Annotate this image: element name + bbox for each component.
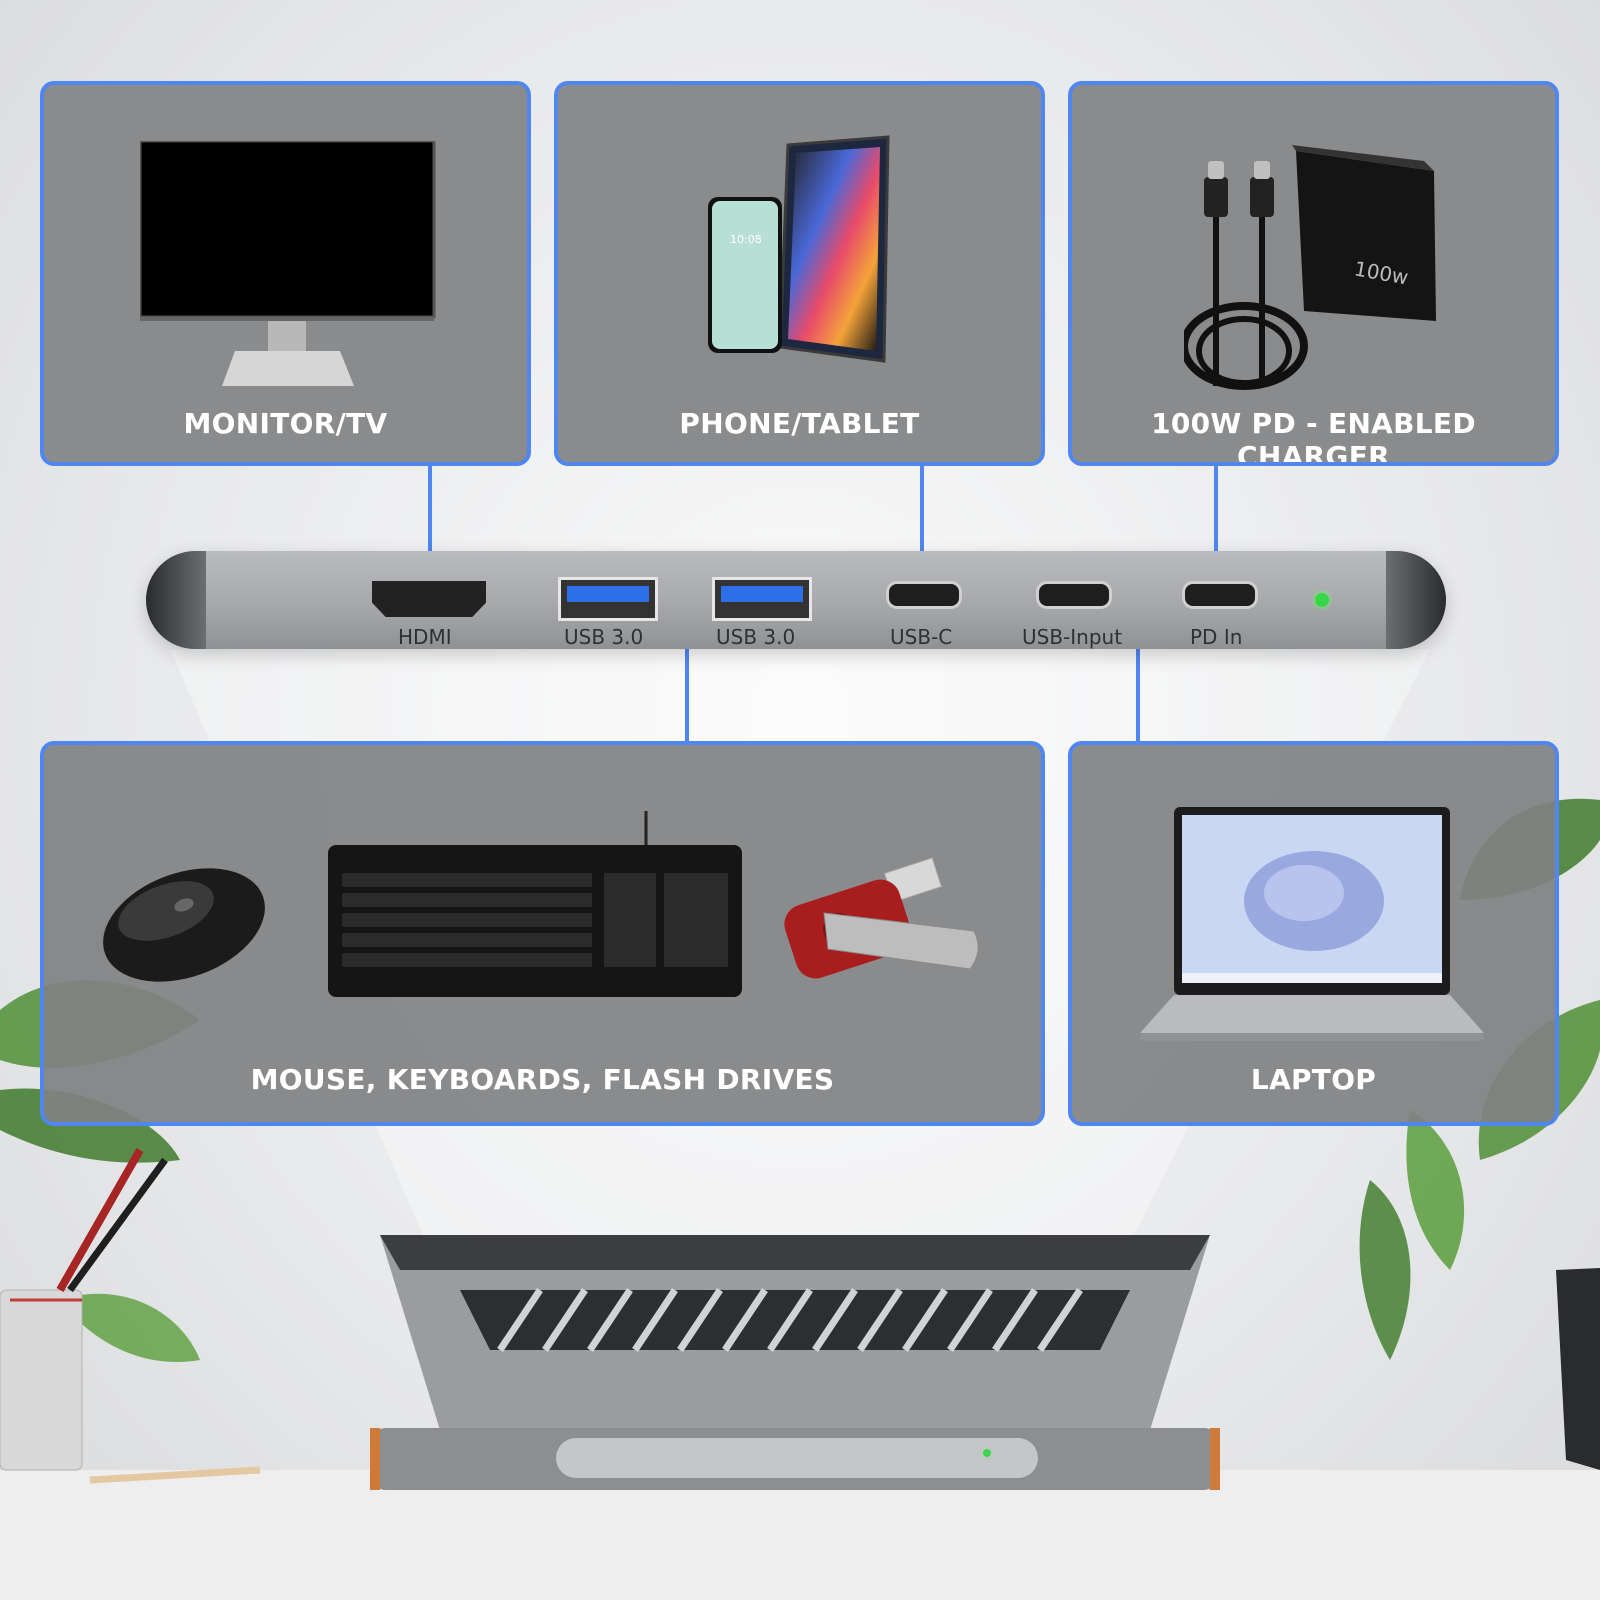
docking-hub: HDMI USB 3.0 USB 3.0 USB-C USB-Input PD … bbox=[146, 551, 1446, 649]
usb-input-port bbox=[1036, 581, 1112, 609]
port-label-usbc: USB-C bbox=[890, 625, 953, 649]
monitor-icon bbox=[140, 141, 436, 386]
mouse-icon bbox=[103, 868, 265, 982]
connector-hdmi bbox=[428, 462, 432, 566]
usbc-port bbox=[886, 581, 962, 609]
connector-usb3 bbox=[685, 640, 689, 744]
panel-phone-label: PHONE/TABLET bbox=[679, 407, 920, 440]
panel-peripherals: MOUSE, KEYBOARDS, FLASH DRIVES bbox=[40, 741, 1045, 1126]
power-led bbox=[1315, 593, 1329, 607]
port-label-hdmi: HDMI bbox=[398, 625, 452, 649]
port-label-usb-input: USB-Input bbox=[1022, 625, 1123, 649]
panel-monitor: MONITOR/TV bbox=[40, 81, 531, 466]
keyboard-icon bbox=[328, 811, 742, 997]
panel-peripherals-label: MOUSE, KEYBOARDS, FLASH DRIVES bbox=[250, 1063, 835, 1096]
port-label-pd-in: PD In bbox=[1190, 625, 1243, 649]
connector-usb-input bbox=[1136, 640, 1140, 744]
panel-charger: 100w 100W PD - ENABLED CHARGER bbox=[1068, 81, 1559, 466]
panel-charger-label: 100W PD - ENABLED CHARGER bbox=[1151, 407, 1476, 466]
panel-phone: 10:08 PHONE/TABLET bbox=[554, 81, 1045, 466]
laptop-icon bbox=[1140, 807, 1484, 1041]
phone-tablet-icon bbox=[708, 135, 890, 363]
port-label-usb3-2: USB 3.0 bbox=[716, 625, 796, 649]
hdmi-port bbox=[372, 581, 486, 617]
panel-laptop: LAPTOP bbox=[1068, 741, 1559, 1126]
connector-usbc bbox=[920, 462, 924, 566]
charger-cable-icon bbox=[1184, 145, 1436, 390]
pd-in-port bbox=[1182, 581, 1258, 609]
port-label-usb3-1: USB 3.0 bbox=[564, 625, 644, 649]
usb3-port-1 bbox=[558, 577, 658, 621]
phone-time: 10:08 bbox=[730, 233, 762, 246]
flash-drive-icon bbox=[784, 857, 979, 979]
panel-monitor-label: MONITOR/TV bbox=[183, 407, 388, 440]
panel-laptop-label: LAPTOP bbox=[1250, 1063, 1377, 1096]
usb3-port-2 bbox=[712, 577, 812, 621]
connector-pd bbox=[1214, 462, 1218, 566]
